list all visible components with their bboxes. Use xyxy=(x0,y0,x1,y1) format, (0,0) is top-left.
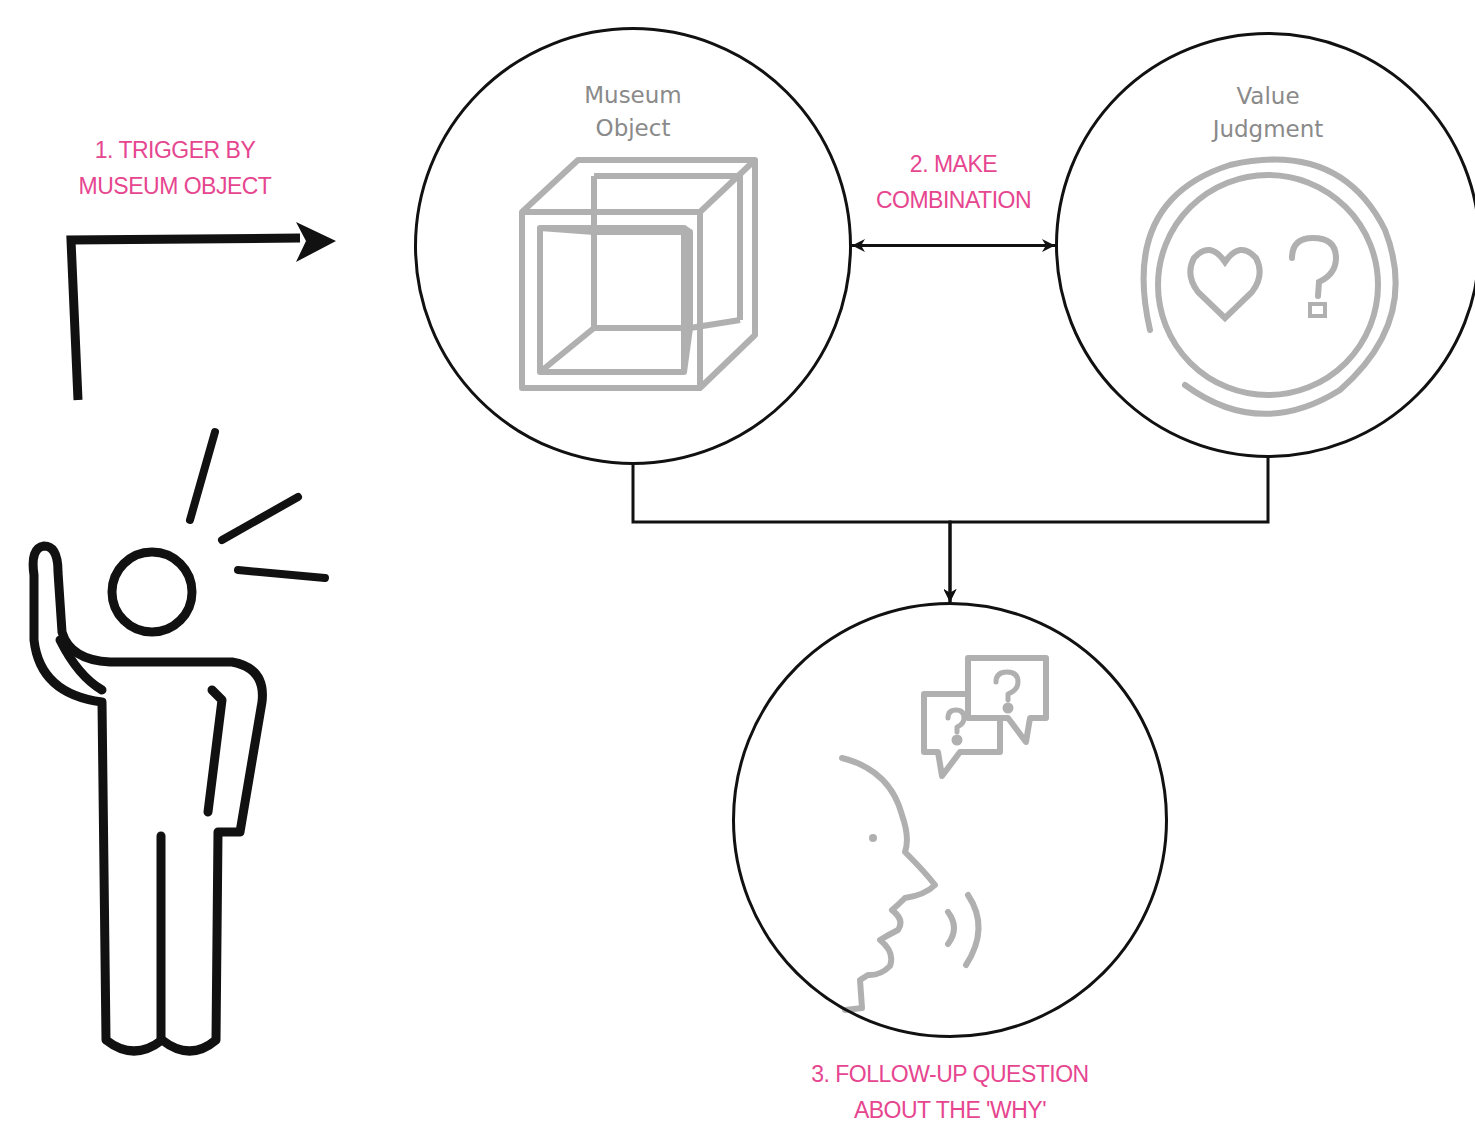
step-label: 1. TRIGGER BY MUSEUM OBJECT xyxy=(65,132,285,204)
circle-border xyxy=(416,29,851,464)
bubble-question xyxy=(948,710,964,732)
question-dot xyxy=(1310,304,1325,316)
circle-outline xyxy=(732,602,1168,1038)
connector-arrow xyxy=(852,244,1055,247)
trigger-arrowhead xyxy=(296,222,336,262)
face-eye xyxy=(869,834,877,842)
face-profile xyxy=(842,758,935,1010)
bubble-question-dot xyxy=(955,738,960,743)
cube-frame xyxy=(540,228,684,372)
spiral-ring xyxy=(1144,160,1396,414)
trigger-line xyxy=(71,238,300,400)
shout-line xyxy=(238,570,325,578)
stage-circle: 3. FOLLOW-UP QUESTION ABOUT THE 'WHY' xyxy=(732,602,1168,1038)
speech-bubble xyxy=(968,658,1046,742)
step-label: 2. MAKE COMBINATION xyxy=(854,146,1054,218)
cube-edge xyxy=(522,160,755,388)
stage-circle: Museum Object xyxy=(414,27,852,465)
connector-arrow xyxy=(950,458,1268,602)
sound-wave xyxy=(966,895,979,965)
cube-icon xyxy=(522,160,755,388)
circle-border xyxy=(734,604,1167,1037)
cube-outline xyxy=(522,160,755,388)
circle-title: Museum Object xyxy=(563,79,703,145)
circle-border xyxy=(1057,34,1475,457)
speaker-icon xyxy=(842,658,1046,1010)
bubble-question-dot xyxy=(1006,706,1011,711)
trigger-arrow xyxy=(71,222,336,400)
question-symbol xyxy=(1292,238,1336,296)
inner-ring xyxy=(1158,175,1378,395)
heart-symbol xyxy=(1190,250,1259,318)
shout-line xyxy=(190,432,215,520)
value-icon xyxy=(1144,160,1396,414)
cube-frame xyxy=(594,176,740,320)
cube-diagonal xyxy=(540,228,690,372)
person-head xyxy=(112,552,192,632)
sound-wave xyxy=(948,912,954,944)
cube-inner xyxy=(594,232,690,328)
circle-title: Value Judgment xyxy=(1193,80,1343,146)
bubble-question xyxy=(996,672,1018,700)
person-figure xyxy=(33,432,325,1051)
person-arm-inner xyxy=(208,690,222,812)
person-arm-inner xyxy=(60,640,102,690)
person-body xyxy=(33,546,262,1051)
step-label: 3. FOLLOW-UP QUESTION ABOUT THE 'WHY' xyxy=(780,1056,1120,1128)
shout-line xyxy=(222,497,298,540)
connector-arrow xyxy=(633,465,950,602)
stage-circle: Value Judgment xyxy=(1055,32,1475,458)
person-leg-split xyxy=(157,836,166,1038)
speech-bubble xyxy=(924,694,1000,776)
cube-diagonal xyxy=(594,176,740,328)
